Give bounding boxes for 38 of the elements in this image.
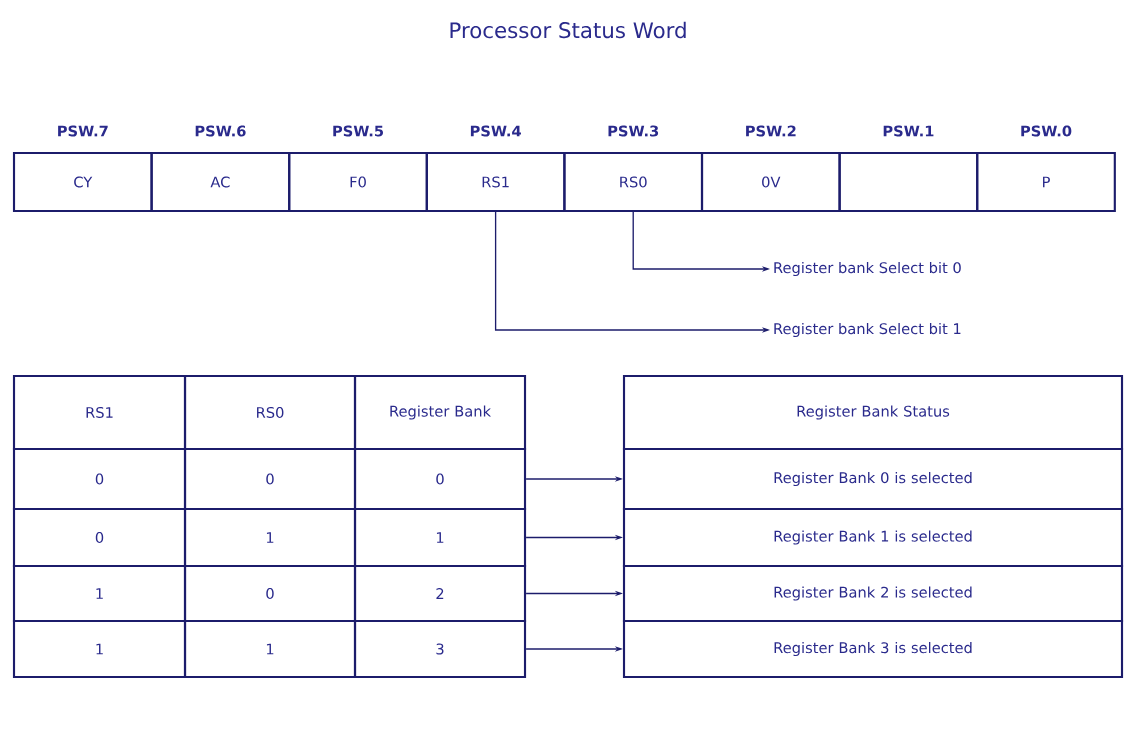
table-cell: Register Bank	[353, 374, 527, 451]
bit-label: PSW.7	[58, 125, 108, 137]
table-cell: Register Bank 3 is selected	[622, 619, 1124, 679]
register-bit-cell: AC	[150, 151, 291, 213]
annotation-text: Register bank Select bit 0	[774, 261, 961, 277]
table-cell: 0	[12, 507, 187, 568]
table-cell: 0	[12, 447, 187, 511]
bit-label: PSW.2	[746, 125, 796, 137]
table-cell: 2	[353, 564, 527, 623]
annotation-text: Register bank Select bit 1	[774, 322, 961, 338]
table-cell: 1	[12, 564, 187, 623]
table-cell: 0	[353, 447, 527, 511]
register-bit-cell: RS1	[425, 151, 566, 213]
table-cell: Register Bank 0 is selected	[622, 447, 1124, 511]
table-cell: 1	[353, 507, 527, 568]
bit-label: PSW.1	[883, 125, 934, 137]
table-cell: 1	[183, 619, 357, 679]
bit-label: PSW.6	[195, 125, 246, 137]
table-cell: RS0	[183, 374, 357, 451]
table-cell: 0	[183, 564, 357, 623]
bit-label: PSW.3	[608, 125, 659, 137]
table-cell: 1	[12, 619, 187, 679]
register-bit-cell: CY	[12, 151, 153, 213]
bit-label: PSW.5	[333, 125, 384, 137]
table-cell: 1	[183, 507, 357, 568]
bit-label: PSW.0	[1021, 125, 1072, 137]
register-bit-cell: 0V	[700, 151, 841, 213]
title: Processor Status Word	[450, 21, 686, 39]
register-bit-cell: P	[976, 151, 1116, 213]
register-bit-cell: F0	[288, 151, 428, 213]
table-cell: RS1	[12, 374, 187, 451]
table-cell: 0	[183, 447, 357, 511]
register-bit-cell: RS0	[563, 151, 704, 213]
table-cell: Register Bank 2 is selected	[622, 564, 1124, 623]
table-cell: Register Bank Status	[622, 374, 1124, 451]
table-cell: Register Bank 1 is selected	[622, 507, 1124, 568]
table-cell: 3	[353, 619, 527, 679]
bit-label: PSW.4	[470, 125, 521, 137]
